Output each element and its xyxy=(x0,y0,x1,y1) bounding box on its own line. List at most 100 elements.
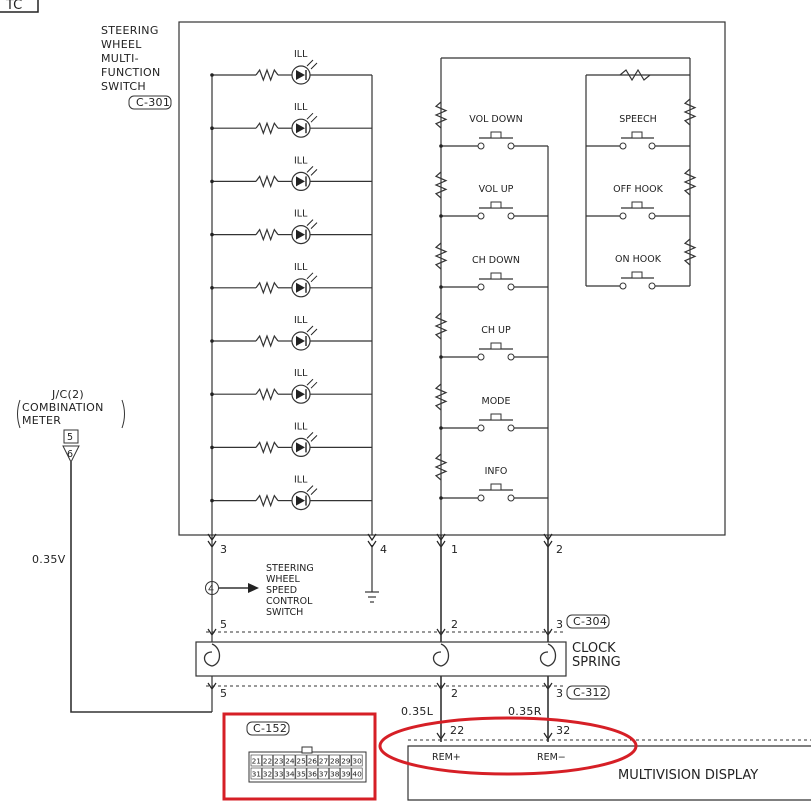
c152-pin-number: 26 xyxy=(308,757,318,766)
c152-pin-number: 30 xyxy=(352,757,362,766)
cs-bot-pin-5: 5 xyxy=(220,687,227,700)
page-tag: TC xyxy=(5,0,22,13)
led-resistor xyxy=(255,493,279,508)
cs-top-pin-3: 3 xyxy=(556,618,563,631)
display-box xyxy=(407,745,811,801)
button-junction xyxy=(439,214,443,218)
button-cap xyxy=(490,413,502,421)
c152-cavity xyxy=(329,767,341,780)
jc-pin-6: 6 xyxy=(67,449,73,460)
right-contact-left xyxy=(619,142,627,150)
pin-2: 2 xyxy=(556,543,563,556)
button-contact-right xyxy=(507,142,515,150)
right-cap xyxy=(631,131,643,139)
led-resistor xyxy=(255,68,279,82)
led-diode xyxy=(296,389,305,400)
c152-cavity xyxy=(351,767,363,780)
led-resistor xyxy=(255,281,279,295)
c152-pin-number: 21 xyxy=(252,757,262,766)
cs-top-pin-2: 2 xyxy=(451,618,458,631)
wire-label-left: 0.35L xyxy=(401,705,434,718)
c152-cavity xyxy=(284,754,296,767)
spring-coil xyxy=(432,643,450,667)
led-ray-2 xyxy=(310,381,318,389)
right-contact-right xyxy=(648,142,656,150)
led-label: ILL xyxy=(294,421,308,432)
speed-switch-arrowhead xyxy=(248,583,259,593)
button-junction xyxy=(439,496,443,500)
jc-wire-label: 0.35V xyxy=(32,553,66,566)
c152-highlight xyxy=(222,712,377,801)
button-contact-left xyxy=(477,212,485,220)
button-cap xyxy=(490,201,502,209)
right-contact-right xyxy=(648,212,656,220)
right-resistor xyxy=(683,168,697,196)
c152-tag-frame xyxy=(246,721,290,736)
display-term-rem-plus: REM+ xyxy=(432,752,461,763)
c152-cavity xyxy=(295,767,307,780)
page-tag-frame xyxy=(0,0,39,13)
button-cap xyxy=(490,483,502,491)
c152-pin-number: 33 xyxy=(274,770,284,779)
c152-cavity xyxy=(261,754,273,767)
clock-spring-title-2: SPRING xyxy=(572,655,621,670)
switch-title-3: MULTI- xyxy=(101,52,139,65)
c152-cavity xyxy=(250,754,262,767)
c312-tag: C-312 xyxy=(573,686,607,699)
led-resistor xyxy=(255,440,279,455)
led-resistor xyxy=(255,227,279,242)
switch-title-2: WHEEL xyxy=(101,38,142,51)
c301-tag-frame xyxy=(128,95,172,110)
jc-line-1: J/C(2) xyxy=(51,388,84,401)
led-label: ILL xyxy=(294,155,308,166)
c152-pin-number: 32 xyxy=(263,770,272,779)
jc-line-2: COMBINATION xyxy=(22,401,104,414)
c312-tag-frame xyxy=(566,685,610,700)
button-contact-right xyxy=(507,494,515,502)
led-ray-1 xyxy=(306,112,314,120)
led-ray-1 xyxy=(306,59,314,67)
c152-cavity xyxy=(340,767,352,780)
button-contact-left xyxy=(477,142,485,150)
c304-tag-frame xyxy=(566,614,610,629)
led-ray-2 xyxy=(310,115,318,123)
led-diode xyxy=(296,123,305,134)
c304-tag: C-304 xyxy=(573,615,607,628)
led-junction xyxy=(210,445,214,450)
led-junction xyxy=(210,232,214,237)
c152-pin-number: 24 xyxy=(285,757,295,766)
pin-3: 3 xyxy=(220,543,227,556)
switch-title-1: STEERING xyxy=(101,24,159,37)
speed-label-2: WHEEL xyxy=(266,574,301,585)
led-resistor xyxy=(255,174,279,189)
button-label: VOL DOWN xyxy=(469,114,522,125)
led-ray-1 xyxy=(306,219,314,226)
right-button-label: ON HOOK xyxy=(615,254,662,265)
led-diode xyxy=(296,229,305,240)
led-diode xyxy=(296,176,305,187)
led-ray-2 xyxy=(310,488,318,495)
led-resistor xyxy=(255,121,279,135)
button-junction xyxy=(439,355,443,359)
button-resistor xyxy=(434,171,448,199)
button-contact-left xyxy=(477,494,485,502)
c152-cavity xyxy=(273,754,285,767)
c152-cavity xyxy=(351,754,363,767)
led-diode xyxy=(296,495,305,506)
led-label: ILL xyxy=(294,315,308,326)
button-label: INFO xyxy=(485,466,508,477)
jc-wire xyxy=(70,462,212,713)
led-ray-1 xyxy=(306,432,314,439)
display-term-rem-minus: REM− xyxy=(537,752,566,763)
led-diode xyxy=(296,336,305,346)
led-ray-2 xyxy=(310,435,318,442)
c152-pin-number: 36 xyxy=(308,770,318,779)
button-contact-right xyxy=(507,212,515,220)
c301-tag: C-301 xyxy=(136,96,170,109)
display-pin-22: 22 xyxy=(450,724,465,737)
speed-label-1: STEERING xyxy=(266,563,314,574)
c152-pin-number: 38 xyxy=(330,770,340,779)
c152-cavity xyxy=(284,767,296,780)
